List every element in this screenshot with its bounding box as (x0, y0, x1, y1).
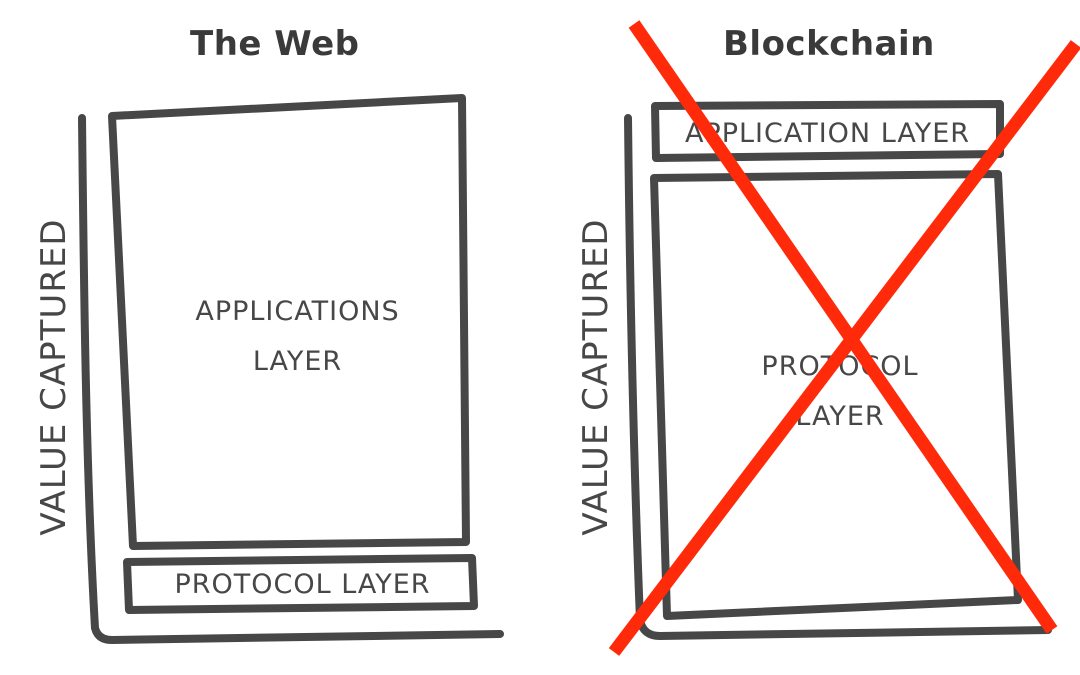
blockchain-title: Blockchain (723, 24, 935, 64)
web-applications-label-line1: APPLICATIONS (195, 296, 400, 327)
cross-stroke-2 (608, 40, 1080, 656)
blockchain-protocol-label-line2: LAYER (795, 401, 885, 432)
web-protocol-label: PROTOCOL LAYER (174, 569, 431, 600)
web-applications-label-line2: LAYER (252, 346, 343, 377)
blockchain-protocol-box (650, 170, 1022, 620)
web-title: The Web (190, 24, 360, 64)
blockchain-application-label: APPLICATION LAYER (684, 118, 971, 149)
cross-stroke-1 (628, 20, 1058, 634)
web-axis-line (78, 114, 504, 644)
web-protocol-box (123, 554, 478, 614)
blockchain-axis-line (624, 114, 1052, 640)
web-applications-box (108, 94, 470, 550)
